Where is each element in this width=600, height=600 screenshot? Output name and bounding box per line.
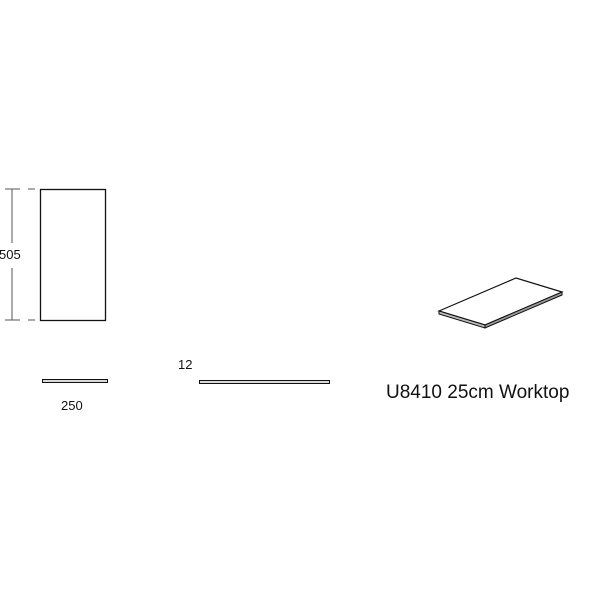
isometric-worktop [437,277,564,329]
thickness-dimension-label: 12 [178,357,193,372]
height-dimension-label: 505 [0,247,21,262]
side-view-panel [199,380,330,384]
front-view-panel [39,188,107,322]
width-dimension-label: 250 [61,398,83,413]
top-view-panel [42,379,108,383]
product-title: U8410 25cm Worktop [386,382,570,403]
height-dimension-line [5,188,35,321]
